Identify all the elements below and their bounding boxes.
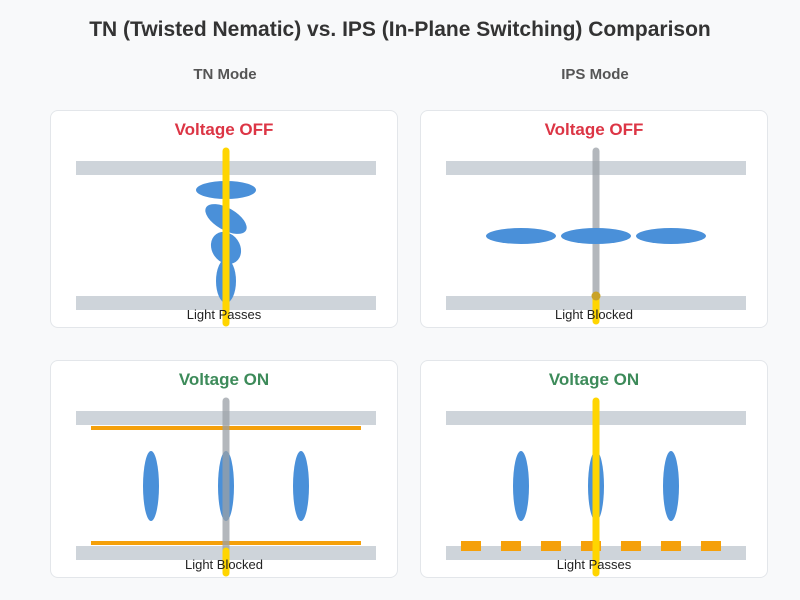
panel-tn-voltage-on: Voltage ON Light Blocked xyxy=(50,360,398,578)
liquid-crystal-molecule xyxy=(513,451,529,521)
electrode-segment xyxy=(581,541,601,551)
liquid-crystal-molecule xyxy=(663,451,679,521)
panel-state-label: Voltage ON xyxy=(548,370,640,389)
horizontal-crystal-row xyxy=(486,228,706,244)
electrode-segment xyxy=(621,541,641,551)
liquid-crystal-molecule xyxy=(636,228,706,244)
panel-ips-voltage-on: Voltage ON Light Passes xyxy=(420,360,768,578)
page-title: TN (Twisted Nematic) vs. IPS (In-Plane S… xyxy=(89,18,711,41)
liquid-crystal-molecule xyxy=(561,228,631,244)
rotated-crystal-row xyxy=(513,451,679,521)
panel-caption: Light Passes xyxy=(556,557,632,572)
liquid-crystal-molecule xyxy=(293,451,309,521)
electrode-segment xyxy=(701,541,721,551)
panel-tn-voltage-off: Voltage OFF Light Passes xyxy=(50,110,398,328)
panel-state-label: Voltage OFF xyxy=(174,120,274,139)
ips-off-diagram xyxy=(446,147,746,325)
panel-ips-voltage-off: Voltage OFF Light Blocked xyxy=(420,110,768,328)
ips-on-diagram xyxy=(446,397,746,577)
in-plane-electrodes xyxy=(461,541,721,551)
tn-on-diagram xyxy=(76,397,376,577)
liquid-crystal-molecule xyxy=(143,451,159,521)
light-block-point xyxy=(591,291,601,301)
panel-caption: Light Passes xyxy=(186,307,262,322)
electrode-segment xyxy=(461,541,481,551)
tn-off-diagram xyxy=(76,147,376,327)
panel-state-label: Voltage OFF xyxy=(544,120,644,139)
electrode-segment xyxy=(501,541,521,551)
liquid-crystal-molecule xyxy=(486,228,556,244)
column-label-ips: IPS Mode xyxy=(561,66,629,83)
electrode-segment xyxy=(661,541,681,551)
panel-caption: Light Blocked xyxy=(554,307,634,322)
panel-caption: Light Blocked xyxy=(184,557,264,572)
electrode-segment xyxy=(541,541,561,551)
column-label-tn: TN Mode xyxy=(193,66,257,83)
panel-state-label: Voltage ON xyxy=(178,370,270,389)
